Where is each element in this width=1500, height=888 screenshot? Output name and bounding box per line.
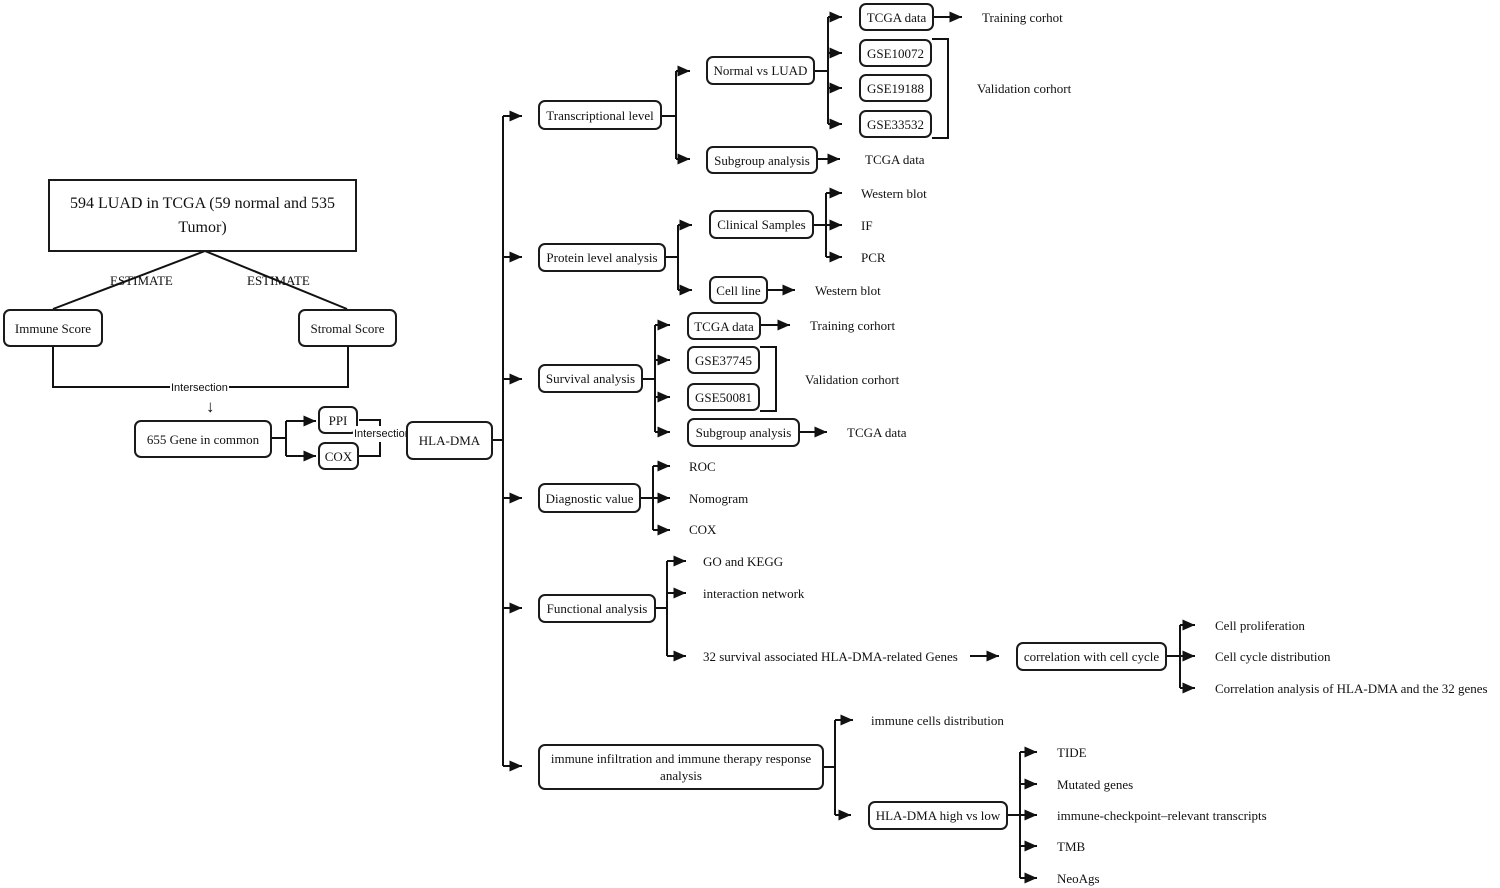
immune-score-box: Immune Score (3, 309, 103, 347)
functional-analysis-box: Functional analysis (538, 594, 656, 623)
gse37745-label: GSE37745 (694, 352, 753, 368)
immune-cells-label: immune cells distribution (871, 713, 1004, 728)
diagnostic-value-box: Diagnostic value (538, 483, 641, 513)
subgroup-analysis-box: Subgroup analysis (706, 146, 818, 174)
interaction-network-label: interaction network (703, 586, 805, 601)
normal-vs-luad-label: Normal vs LUAD (713, 63, 808, 78)
cell-proliferation-label: Cell proliferation (1215, 618, 1305, 633)
immune-checkpoint-label: immune-checkpoint–relevant transcripts (1057, 808, 1267, 823)
stromal-score-box: Stromal Score (298, 309, 397, 347)
ppi-label: PPI (328, 412, 348, 428)
pcr-label: PCR (861, 250, 886, 265)
if-label: IF (861, 218, 873, 233)
diagnostic-value-label: Diagnostic value (545, 490, 634, 506)
cell-line-label: Cell line (716, 282, 761, 298)
hla-high-low-box: HLA-DMA high vs low (868, 801, 1008, 830)
survival-analysis-box: Survival analysis (538, 364, 643, 393)
protein-level-label: Protein level analysis (546, 250, 658, 265)
intersection-label: Intersection (170, 380, 229, 396)
genes-in-common-label: 655 Gene in common (146, 431, 260, 447)
survival-subgroup-box: Subgroup analysis (687, 418, 800, 447)
gse50081-label: GSE50081 (694, 389, 753, 405)
cox-label: COX (324, 448, 353, 464)
tcga-data-label: TCGA data (866, 9, 927, 25)
diagnostic-cox-label: COX (689, 522, 717, 537)
survival-tcga-box: TCGA data (687, 312, 761, 340)
survival-genes-label: 32 survival associated HLA-DMA-related G… (703, 649, 958, 664)
neoags-label: NeoAgs (1057, 871, 1100, 886)
gse50081-box: GSE50081 (687, 383, 760, 411)
stromal-score-label: Stromal Score (310, 320, 385, 336)
survival-validation-label: Validation corhort (805, 372, 900, 387)
protein-level-box: Protein level analysis (538, 243, 666, 272)
cohort-box: 594 LUAD in TCGA (59 normal and 535 Tumo… (48, 179, 357, 252)
immune-infiltration-box: immune infiltration and immune therapy r… (538, 744, 824, 790)
western-blot-label: Western blot (861, 186, 927, 201)
gse33532-box: GSE33532 (859, 110, 932, 138)
subgroup-tcga-label: TCGA data (865, 152, 925, 167)
transcriptional-level-box: Transcriptional level (538, 100, 662, 130)
roc-label: ROC (689, 459, 716, 474)
hla-dma-box: HLA-DMA (406, 421, 493, 460)
estimate-label-left: ESTIMATE (110, 273, 173, 288)
gse10072-label: GSE10072 (866, 45, 925, 61)
cohort-label: 594 LUAD in TCGA (59 normal and 535 Tumo… (69, 194, 335, 236)
normal-vs-luad-box: Normal vs LUAD (706, 56, 815, 85)
ppi-box: PPI (318, 406, 358, 434)
cell-cycle-distribution-label: Cell cycle distribution (1215, 649, 1331, 664)
down-arrow: ↓ (206, 397, 215, 416)
tmb-label: TMB (1057, 839, 1086, 854)
immune-score-label: Immune Score (14, 320, 92, 336)
functional-analysis-label: Functional analysis (546, 601, 648, 616)
cox-box: COX (318, 442, 359, 470)
mutated-genes-label: Mutated genes (1057, 777, 1134, 792)
survival-tcga-label: TCGA data (694, 318, 754, 334)
gse33532-label: GSE33532 (866, 116, 925, 132)
tide-label: TIDE (1057, 745, 1087, 760)
cell-line-western-label: Western blot (815, 283, 881, 298)
genes-in-common-box: 655 Gene in common (134, 420, 272, 458)
tcga-data-box: TCGA data (859, 3, 934, 31)
survival-subgroup-tcga-label: TCGA data (847, 425, 907, 440)
immune-infiltration-label: immune infiltration and immune therapy r… (550, 751, 812, 783)
hla-dma-label: HLA-DMA (418, 433, 481, 448)
training-cohort-label: Training corhot (982, 10, 1063, 25)
estimate-label-right: ESTIMATE (247, 273, 310, 288)
correlation-analysis-label: Correlation analysis of HLA-DMA and the … (1215, 681, 1488, 696)
go-kegg-label: GO and KEGG (703, 554, 784, 569)
clinical-samples-label: Clinical Samples (717, 217, 806, 232)
validation-cohort-label: Validation corhort (977, 81, 1072, 96)
nomogram-label: Nomogram (689, 491, 749, 506)
cell-cycle-label: correlation with cell cycle (1023, 649, 1160, 664)
clinical-samples-box: Clinical Samples (709, 210, 814, 239)
subgroup-analysis-label: Subgroup analysis (714, 152, 810, 168)
gse37745-box: GSE37745 (687, 346, 760, 374)
survival-subgroup-label: Subgroup analysis (695, 425, 792, 440)
cell-cycle-box: correlation with cell cycle (1016, 642, 1167, 671)
transcriptional-level-label: Transcriptional level (546, 107, 654, 123)
survival-analysis-label: Survival analysis (545, 371, 636, 386)
intersection-label-2: Intersection (353, 426, 412, 442)
cell-line-box: Cell line (709, 276, 768, 304)
survival-training-label: Training corhort (810, 318, 896, 333)
gse19188-box: GSE19188 (859, 74, 932, 102)
gse10072-box: GSE10072 (859, 39, 932, 67)
hla-high-low-label: HLA-DMA high vs low (875, 808, 1001, 823)
gse19188-label: GSE19188 (866, 80, 925, 96)
